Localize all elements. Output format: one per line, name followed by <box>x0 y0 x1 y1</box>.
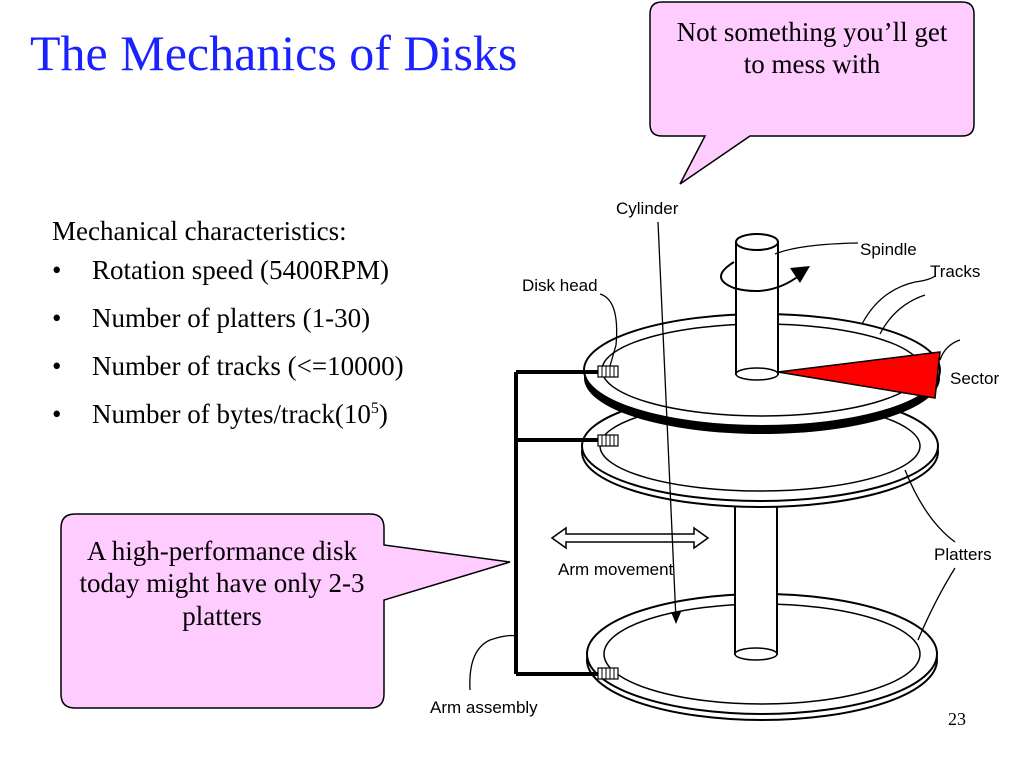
disk-head-leader <box>599 293 618 367</box>
arm-assembly <box>514 365 619 680</box>
label-disk-head: Disk head <box>522 276 598 295</box>
disk-head <box>597 667 619 680</box>
arm-movement-arrow <box>550 526 710 550</box>
label-arm-movement: Arm movement <box>558 560 674 579</box>
label-sector: Sector <box>950 369 1000 388</box>
disk-head <box>597 365 619 378</box>
exponent: 5 <box>370 400 379 417</box>
list-item-text: Number of tracks (<=10000) <box>92 351 404 381</box>
rotation-arrowhead <box>790 266 810 283</box>
page-number: 23 <box>948 709 966 729</box>
label-cylinder: Cylinder <box>616 199 679 218</box>
slide-title: The Mechanics of Disks <box>30 25 518 81</box>
list-item-text: Number of platters (1-30) <box>92 303 371 333</box>
list-item: • Number of bytes/track(105) <box>52 399 404 447</box>
label-platters: Platters <box>934 545 992 564</box>
callout-top-bubble <box>649 1 975 185</box>
disk-head <box>597 434 619 447</box>
characteristics-list: Mechanical characteristics: • Rotation s… <box>52 216 404 447</box>
callout-bottom-text: A high-performance disk today might have… <box>79 536 365 631</box>
bullet-icon: • <box>52 399 62 429</box>
platters-leader-lower <box>917 567 956 641</box>
label-arm-assembly: Arm assembly <box>430 698 538 717</box>
sector-leader <box>939 339 961 361</box>
callout-top-text: Not something you’ll get to mess with <box>676 17 948 80</box>
bullet-icon: • <box>52 351 62 381</box>
callout-bottom-bubble <box>60 513 511 709</box>
list-item-text: Rotation speed (5400RPM) <box>92 255 389 285</box>
tracks-leader <box>861 275 936 325</box>
sector-wedge <box>777 351 941 399</box>
label-tracks: Tracks <box>930 262 981 281</box>
cylinder-leader <box>657 221 677 621</box>
bullet-icon: • <box>52 303 62 333</box>
cylinder-arrowhead <box>671 612 681 624</box>
spindle-upper <box>735 241 779 375</box>
list-item: • Number of tracks (<=10000) <box>52 351 404 399</box>
list-intro: Mechanical characteristics: <box>52 216 347 246</box>
list-item: • Number of platters (1-30) <box>52 303 404 351</box>
list-item: • Rotation speed (5400RPM) <box>52 255 404 303</box>
list-item-text: Number of bytes/track(105) <box>92 399 388 429</box>
label-spindle: Spindle <box>860 240 917 259</box>
spindle-lower <box>734 489 778 655</box>
platters-leader-upper <box>904 469 956 543</box>
bullet-icon: • <box>52 255 62 285</box>
spindle-leader <box>774 242 859 255</box>
arm-assembly-leader <box>469 634 517 691</box>
